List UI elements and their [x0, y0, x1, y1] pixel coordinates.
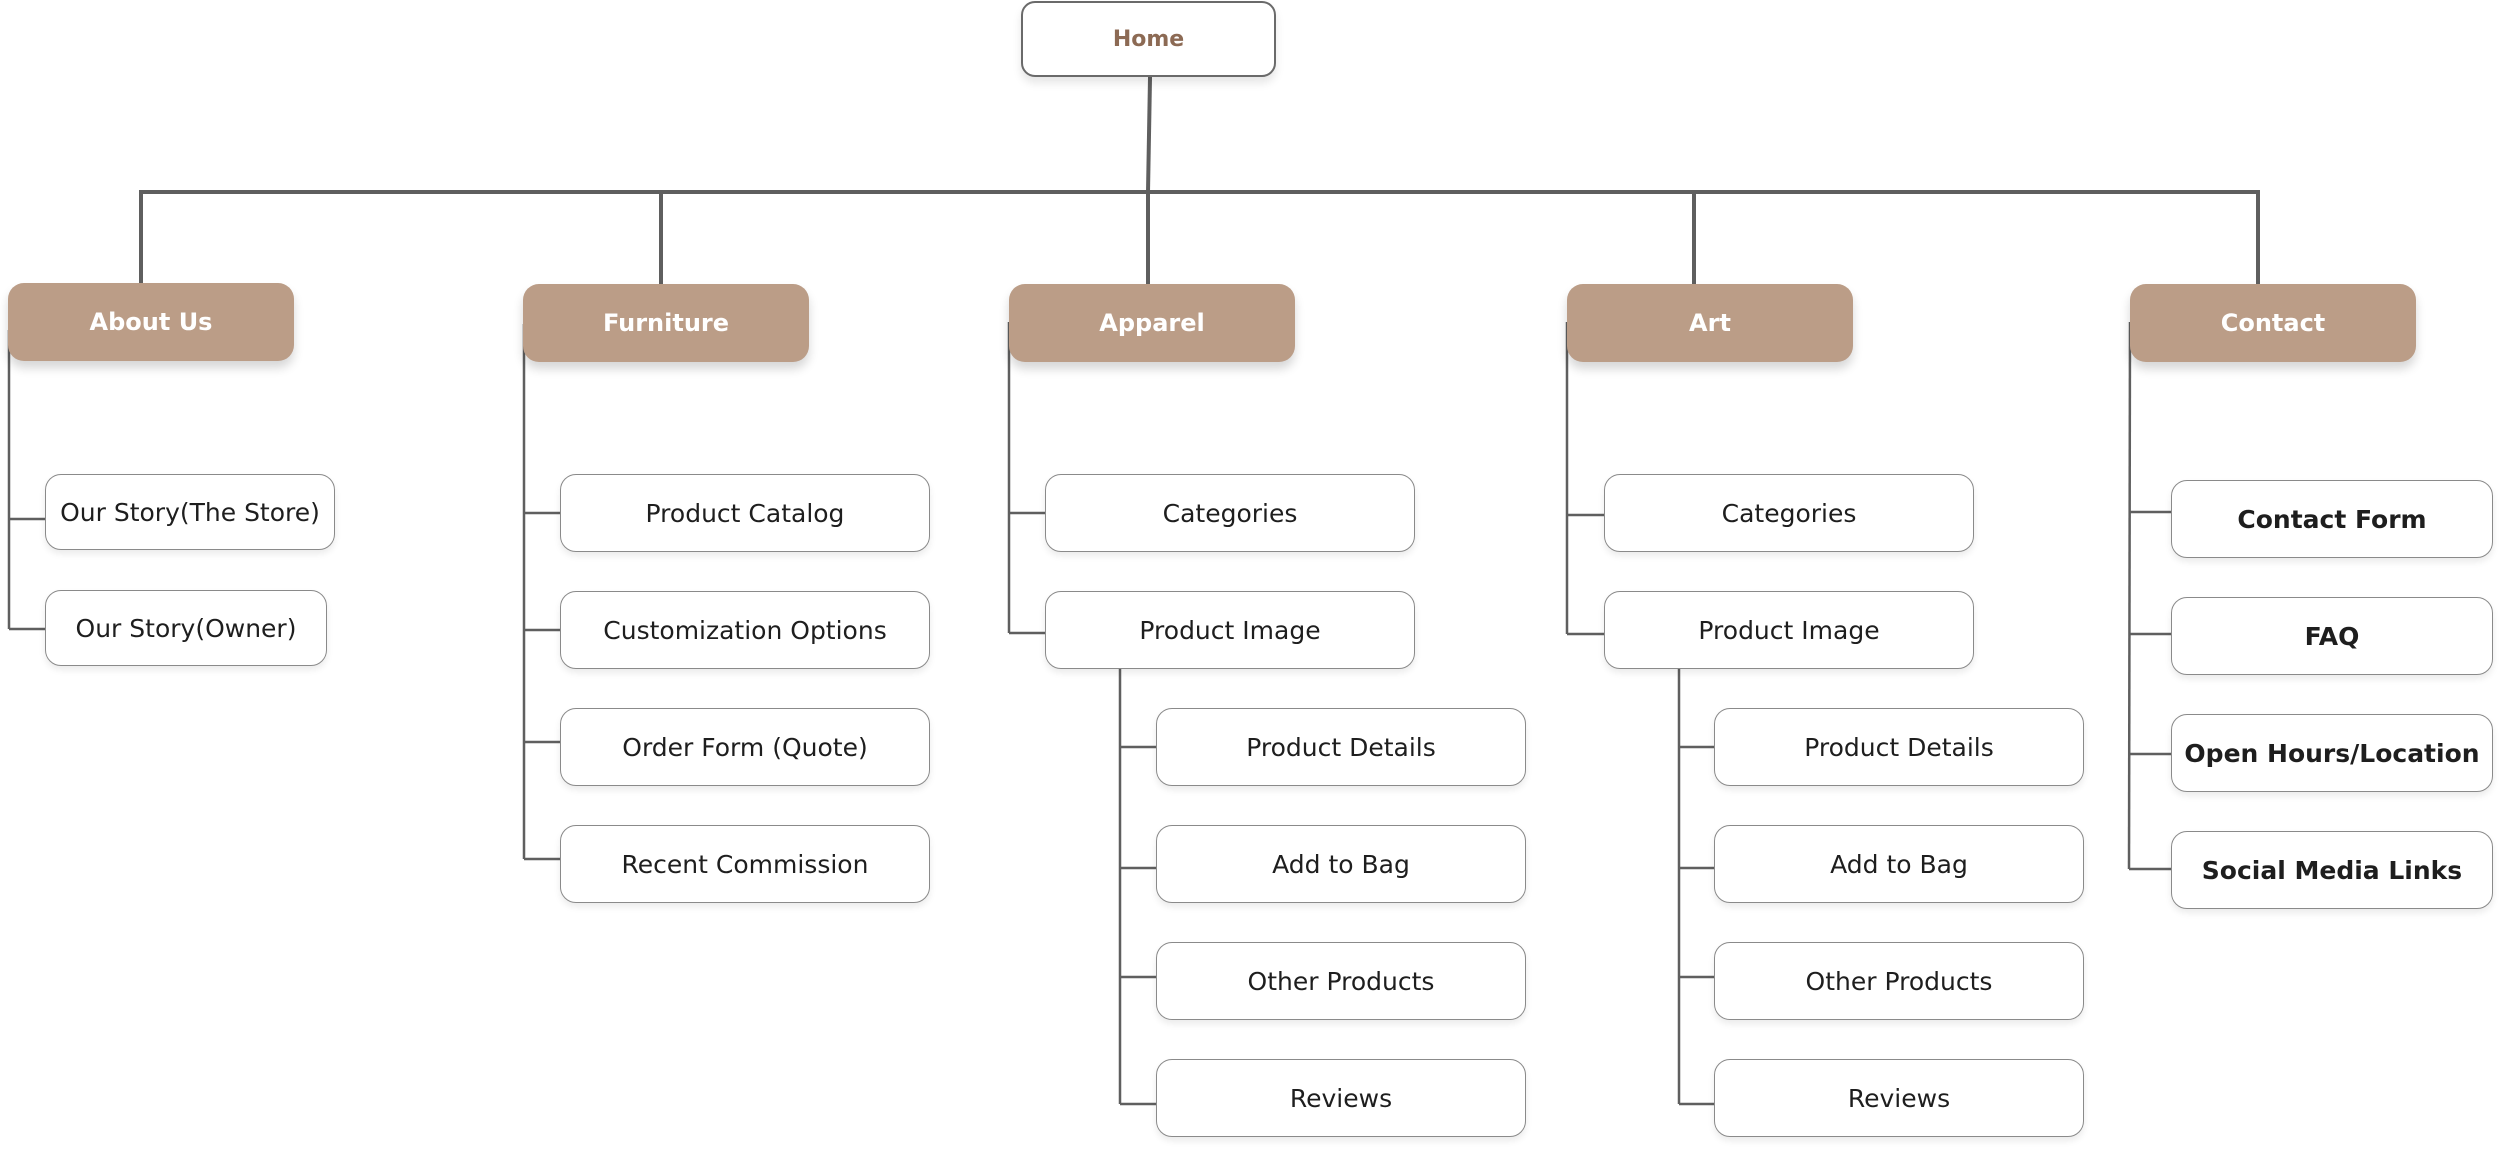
about-us-item[interactable]: Our Story(Owner) [45, 590, 327, 666]
art-subitem[interactable]: Product Details [1714, 708, 2084, 786]
furniture-item[interactable]: Order Form (Quote) [560, 708, 930, 786]
contact-item[interactable]: FAQ [2171, 597, 2493, 675]
apparel-subitem[interactable]: Reviews [1156, 1059, 1526, 1137]
section-about-us[interactable]: About Us [8, 283, 294, 361]
section-furniture[interactable]: Furniture [523, 284, 809, 362]
apparel-item[interactable]: Categories [1045, 474, 1415, 552]
art-item[interactable]: Categories [1604, 474, 1974, 552]
home-node[interactable]: Home [1021, 1, 1276, 77]
art-subitem[interactable]: Other Products [1714, 942, 2084, 1020]
contact-item[interactable]: Social Media Links [2171, 831, 2493, 909]
contact-item[interactable]: Open Hours/Location [2171, 714, 2493, 792]
apparel-subitem[interactable]: Product Details [1156, 708, 1526, 786]
furniture-item[interactable]: Customization Options [560, 591, 930, 669]
furniture-item[interactable]: Recent Commission [560, 825, 930, 903]
home-trunk-line [1145, 75, 1153, 195]
section-apparel[interactable]: Apparel [1009, 284, 1295, 362]
contact-item[interactable]: Contact Form [2171, 480, 2493, 558]
art-subitem[interactable]: Add to Bag [1714, 825, 2084, 903]
apparel-item[interactable]: Product Image [1045, 591, 1415, 669]
apparel-subitem[interactable]: Add to Bag [1156, 825, 1526, 903]
furniture-item[interactable]: Product Catalog [560, 474, 930, 552]
apparel-subitem[interactable]: Other Products [1156, 942, 1526, 1020]
section-art[interactable]: Art [1567, 284, 1853, 362]
contact-spine-line [2127, 321, 2132, 870]
art-item[interactable]: Product Image [1604, 591, 1974, 669]
about-us-item[interactable]: Our Story(The Store) [45, 474, 335, 550]
art-subitem[interactable]: Reviews [1714, 1059, 2084, 1137]
section-contact[interactable]: Contact [2130, 284, 2416, 362]
